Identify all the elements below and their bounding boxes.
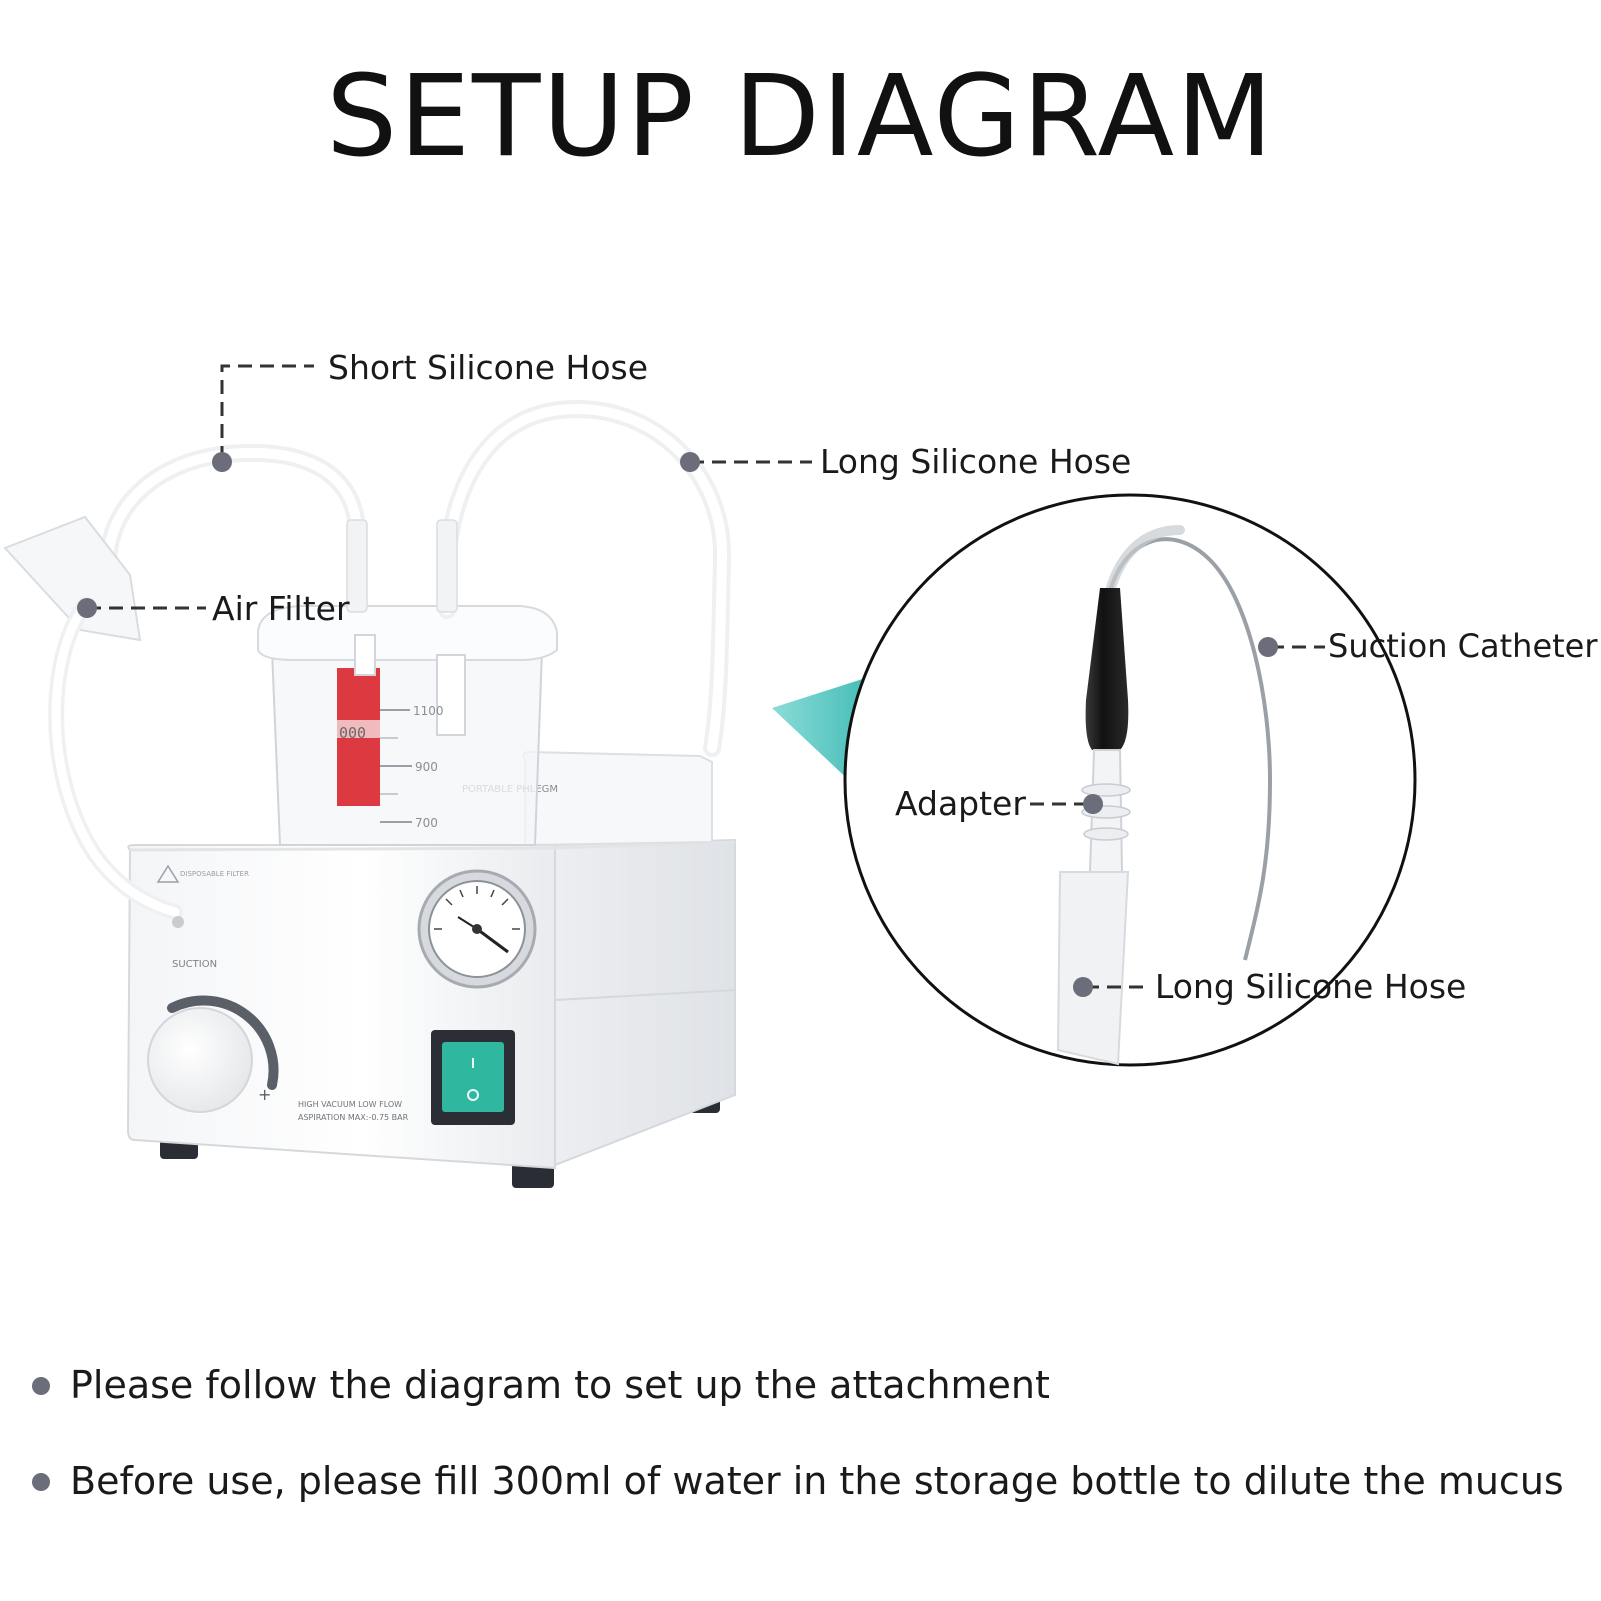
jar-tag: 000 [339, 724, 366, 742]
filter-warning: DISPOSABLE FILTER [180, 870, 249, 878]
long-silicone-hose-inset [1056, 871, 1130, 1066]
instruction-text: Please follow the diagram to set up the … [70, 1363, 1050, 1407]
callout-dot [1083, 794, 1103, 814]
label-long-silicone-hose-inset: Long Silicone Hose [1155, 967, 1467, 1006]
gauge-needle [476, 927, 509, 954]
suction-label: SUCTION [172, 959, 217, 970]
knob-dial-arc [167, 995, 279, 1090]
instruction-item: Please follow the diagram to set up the … [30, 1360, 1590, 1456]
suction-catheter [1106, 537, 1273, 961]
bullet-dot-icon [32, 1377, 50, 1395]
instruction-list: Please follow the diagram to set up the … [30, 1360, 1590, 1552]
callout-dot [77, 598, 97, 618]
machine-foot [512, 1162, 554, 1188]
instruction-text: Before use, please fill 300ml of water i… [70, 1459, 1564, 1503]
suction-knob [147, 1007, 253, 1113]
label-adapter: Adapter [895, 784, 1026, 823]
label-short-silicone-hose: Short Silicone Hose [328, 348, 649, 387]
jar-mark: 700 [415, 816, 438, 830]
jar-mark: 900 [415, 760, 438, 774]
jar-mark: 1100 [413, 704, 444, 718]
plus-sign: + [258, 1085, 271, 1104]
label-long-silicone-hose-top: Long Silicone Hose [820, 442, 1132, 481]
inset-circle [843, 493, 1417, 1067]
jar-lid [257, 605, 558, 661]
callout-dots [77, 452, 1278, 997]
machine-top-panel [522, 750, 713, 847]
callout-dot [212, 452, 232, 472]
machine-body-side [554, 838, 736, 1167]
suction-machine: PORTABLE PHLEGM 000 1100 900 700 [3, 400, 736, 1188]
label-air-filter: Air Filter [212, 589, 350, 628]
page-title: SETUP DIAGRAM [326, 52, 1275, 182]
instruction-item: Before use, please fill 300ml of water i… [30, 1456, 1590, 1552]
collection-jar [270, 649, 544, 846]
callout-dot [680, 452, 700, 472]
spec-line-2: ASPIRATION MAX:-0.75 BAR [298, 1113, 409, 1122]
detail-inset [843, 493, 1417, 1067]
spec-line-1: HIGH VACUUM LOW FLOW [298, 1100, 402, 1109]
bullet-dot-icon [32, 1473, 50, 1491]
callout-dot [1258, 637, 1278, 657]
power-switch [442, 1042, 504, 1112]
callout-dot [1073, 977, 1093, 997]
label-suction-catheter: Suction Catheter [1328, 627, 1598, 665]
callout-lines [87, 364, 1325, 989]
adapter-black [1085, 588, 1129, 750]
